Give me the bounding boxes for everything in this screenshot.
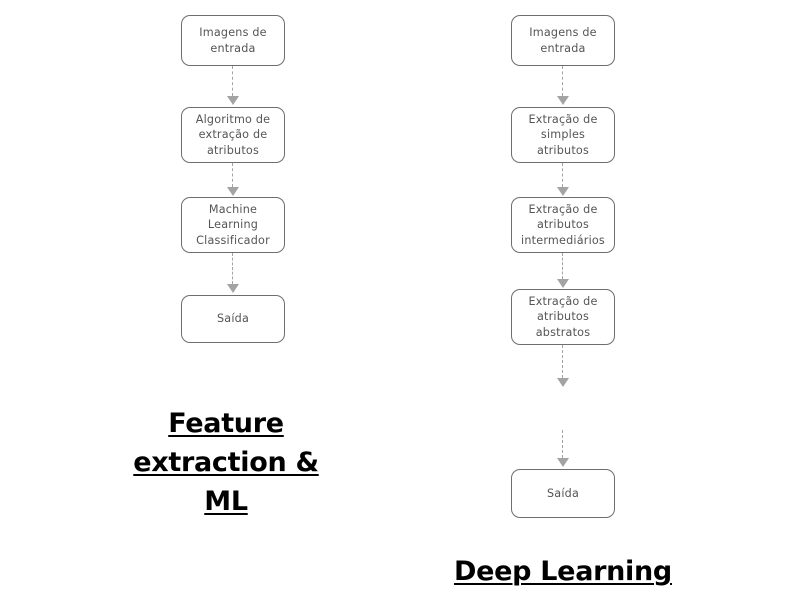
right-node-extracao-atributos-abstratos[interactable]: Extração de atributos abstratos [511, 289, 615, 345]
arrow-head-icon [557, 458, 569, 467]
node-label: Imagens de entrada [199, 26, 267, 55]
node-label: Imagens de entrada [529, 26, 597, 55]
arrow-stem [232, 253, 233, 284]
arrow-stem [562, 66, 563, 96]
right-arrow-5-omitted-layers-end [556, 430, 570, 469]
caption-line: Feature [168, 408, 284, 439]
right-node-imagens-de-entrada[interactable]: Imagens de entrada [511, 15, 615, 66]
left-arrow-3 [226, 253, 240, 295]
arrow-head-icon [557, 187, 569, 196]
arrow-stem [562, 345, 563, 378]
arrow-head-icon [557, 279, 569, 288]
arrow-stem [562, 163, 563, 187]
node-label: Saída [546, 486, 580, 500]
arrow-stem [232, 163, 233, 187]
caption-line: ML [204, 486, 248, 517]
left-node-machine-learning-classificador[interactable]: Machine Learning Classificador [181, 197, 285, 253]
node-label: Extração de simples atributos [528, 112, 598, 157]
node-label: Extração de atributos abstratos [528, 294, 598, 339]
right-node-extracao-simples-atributos[interactable]: Extração de simples atributos [511, 107, 615, 163]
right-arrow-1 [556, 66, 570, 107]
left-node-imagens-de-entrada[interactable]: Imagens de entrada [181, 15, 285, 66]
left-arrow-2 [226, 163, 240, 197]
caption-line: extraction & [133, 447, 319, 478]
node-label: Saída [216, 312, 250, 326]
arrow-head-icon [227, 187, 239, 196]
node-label: Algoritmo de extração de atributos [195, 112, 271, 157]
right-node-extracao-atributos-intermediarios[interactable]: Extração de atributos intermediários [511, 197, 615, 253]
arrow-stem [232, 66, 233, 96]
caption-line: Deep Learning [454, 556, 672, 587]
caption-feature-extraction-ml: Feature extraction & ML [86, 404, 366, 521]
arrow-head-icon [227, 96, 239, 105]
left-node-saida[interactable]: Saída [181, 295, 285, 343]
right-arrow-4-omitted-layers-start [556, 345, 570, 389]
left-node-algoritmo-de-extracao[interactable]: Algoritmo de extração de atributos [181, 107, 285, 163]
arrow-stem [562, 430, 563, 458]
right-arrow-2 [556, 163, 570, 197]
right-arrow-3 [556, 253, 570, 289]
arrow-head-icon [557, 96, 569, 105]
arrow-head-icon [227, 284, 239, 293]
node-label: Extração de atributos intermediários [521, 202, 605, 247]
arrow-stem [562, 253, 563, 279]
left-arrow-1 [226, 66, 240, 107]
caption-deep-learning: Deep Learning [423, 554, 703, 590]
right-node-saida[interactable]: Saída [511, 469, 615, 518]
node-label: Machine Learning Classificador [196, 202, 270, 247]
arrow-head-icon [557, 378, 569, 387]
